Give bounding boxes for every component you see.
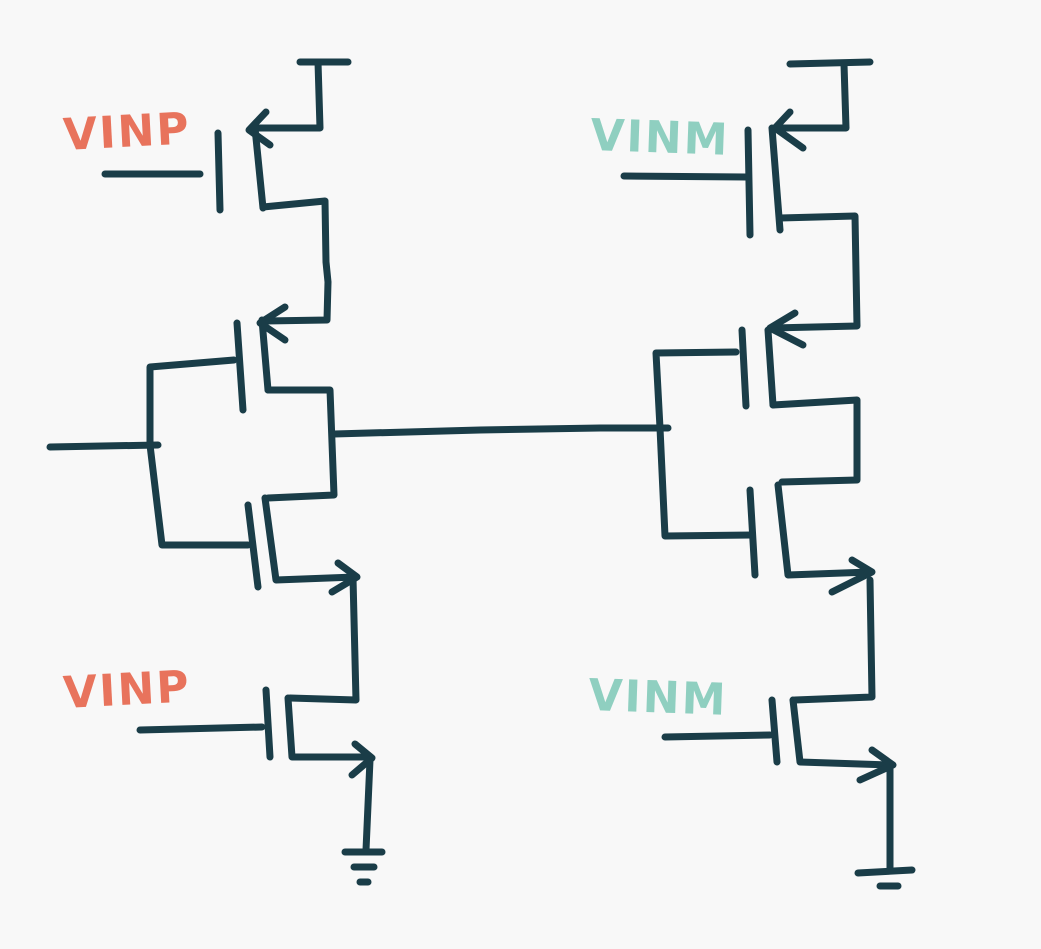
right-mid-nmos-arrow xyxy=(828,556,876,596)
left-mid-pmos-gate xyxy=(233,319,247,414)
left-top-pmos-gate xyxy=(214,129,224,214)
right-top-pmos-channel xyxy=(768,124,784,234)
right-top-gate-input xyxy=(620,172,750,181)
left-circuit xyxy=(46,58,386,886)
right-top-pmos xyxy=(620,58,874,332)
left-mid-to-bottom xyxy=(286,574,360,704)
right-mid-to-bottom xyxy=(791,576,876,704)
label-vinm-bottom: VINM xyxy=(588,670,729,726)
right-mid-pmos xyxy=(652,309,861,540)
left-bottom-gate-input xyxy=(136,723,266,734)
right-circuit xyxy=(620,58,916,890)
right-mid-nmos-gate xyxy=(746,486,759,579)
left-bottom-nmos-gate xyxy=(262,686,274,761)
right-bottom-nmos-gate xyxy=(768,696,781,766)
left-mid-gate-link xyxy=(146,356,252,549)
left-mid-pmos-channel xyxy=(258,316,272,394)
left-top-pmos-arrow xyxy=(245,108,274,149)
left-mid-pmos xyxy=(46,303,338,549)
right-top-vdd-rail xyxy=(786,58,874,68)
right-bottom-nmos xyxy=(661,696,897,872)
left-mid-nmos xyxy=(244,494,361,704)
right-output-node xyxy=(769,396,861,486)
label-vinp-bottom: VINP xyxy=(62,661,192,719)
right-mid-gate-link xyxy=(652,348,756,540)
right-mid-nmos-channel xyxy=(774,481,874,579)
left-output-node xyxy=(264,386,338,502)
left-top-pmos xyxy=(101,58,352,325)
right-bottom-gate-input xyxy=(661,731,774,741)
left-top-source-wire xyxy=(248,58,324,132)
right-mid-pmos-channel xyxy=(764,326,777,409)
right-top-pmos-gate xyxy=(744,126,754,239)
cross-connection-wire xyxy=(330,424,672,438)
right-top-source-wire xyxy=(771,60,850,132)
right-mid-pmos-gate xyxy=(738,326,750,410)
left-top-pmos-channel xyxy=(251,124,267,212)
right-bottom-nmos-arrow xyxy=(856,746,897,784)
right-bottom-nmos-channel xyxy=(789,696,894,769)
left-mid-nmos-arrow xyxy=(328,559,361,596)
right-ground-icon xyxy=(854,866,916,890)
right-top-drain-wire xyxy=(768,212,861,332)
left-mid-nmos-gate xyxy=(244,501,262,591)
left-input-wire xyxy=(46,441,162,451)
left-top-drain-wire xyxy=(259,197,332,325)
left-bottom-nmos-channel xyxy=(284,694,372,761)
left-mid-nmos-channel xyxy=(261,494,359,584)
label-vinp-top: VINP xyxy=(62,103,192,161)
left-ground-wire xyxy=(362,756,374,854)
left-ground-icon xyxy=(341,848,386,886)
right-mid-nmos xyxy=(746,481,876,704)
label-vinm-top: VINM xyxy=(590,110,731,166)
left-bottom-nmos xyxy=(136,686,376,854)
